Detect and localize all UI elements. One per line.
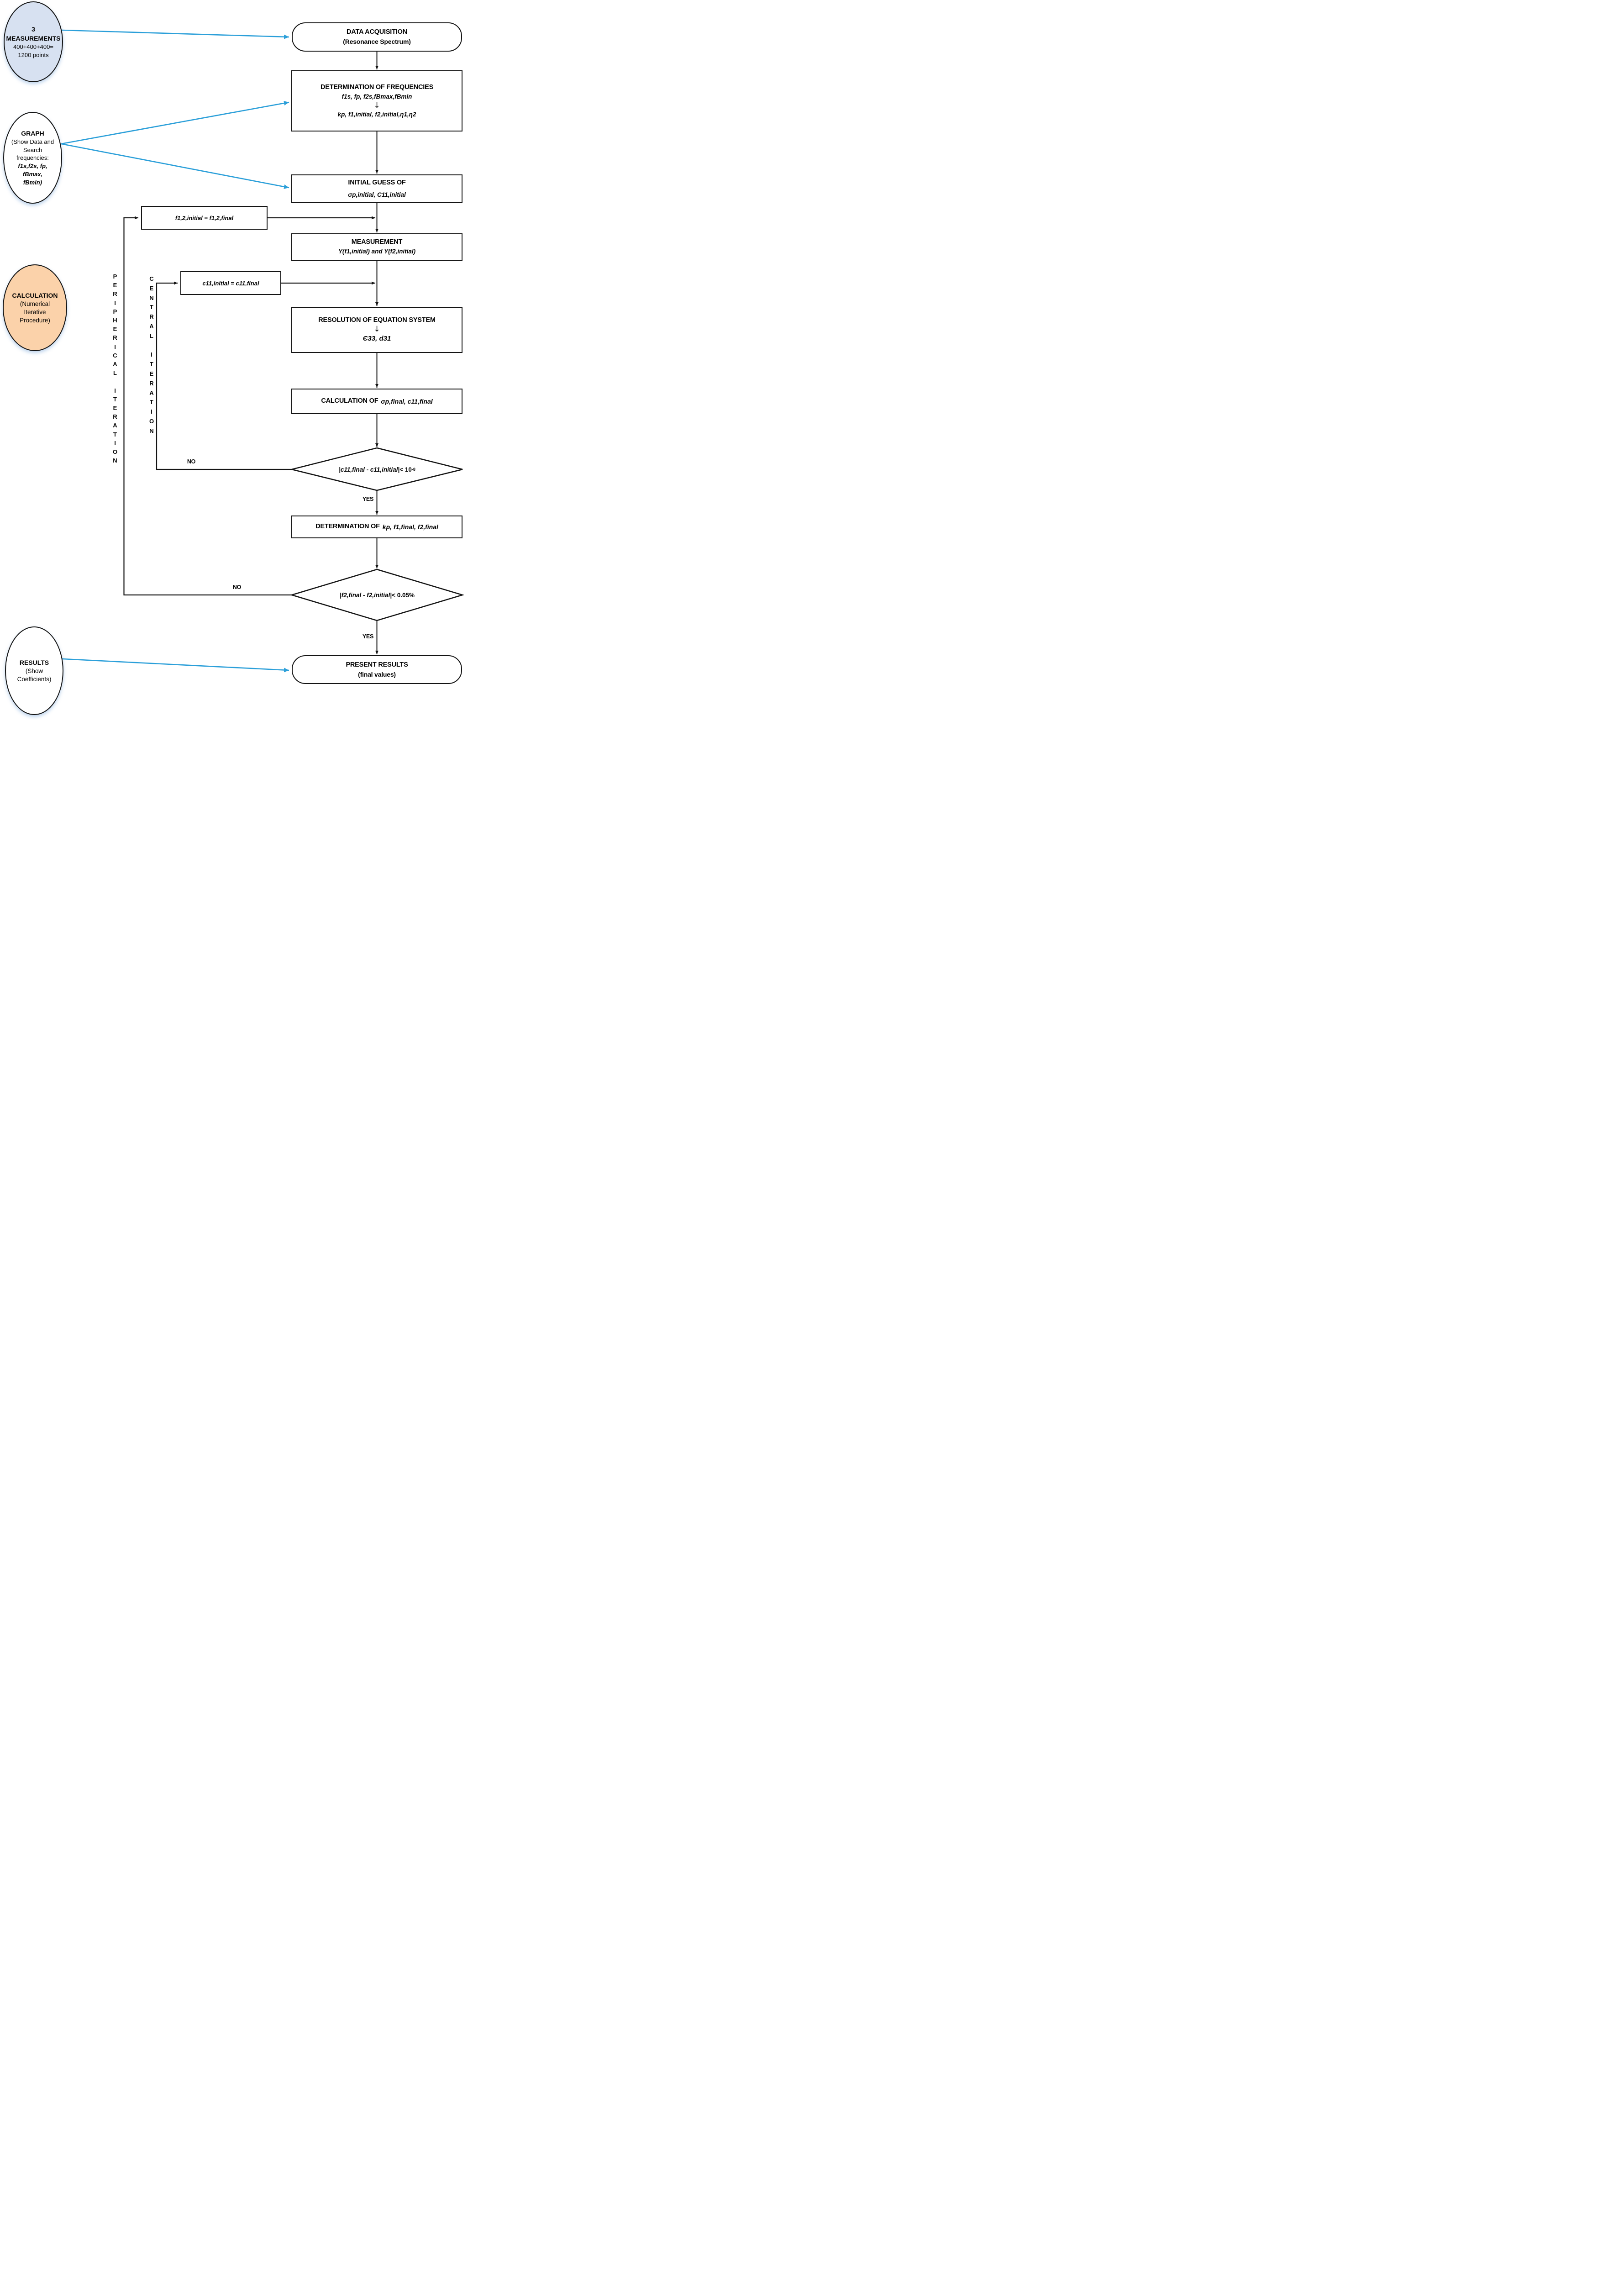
calculation-circle: CALCULATION (Numerical Iterative Procedu…	[3, 264, 67, 351]
measurement-node: MEASUREMENT Y(f1,initial) and Y(f2,initi…	[291, 233, 462, 261]
f2-decision-cmp: < 0.05%	[392, 591, 415, 599]
results-circle: RESULTS (Show Coefficients)	[5, 626, 63, 715]
down-arrow-icon: ↓	[373, 325, 380, 334]
arrow-results-to-present	[62, 658, 289, 673]
graph-line2: (Show Data and	[11, 138, 54, 146]
calculation-of-vars: σp,final, c11,final	[381, 397, 433, 405]
data-acquisition-title: DATA ACQUISITION	[347, 28, 407, 36]
resolution-node: RESOLUTION OF EQUATION SYSTEM ↓ Є33, d31	[291, 307, 462, 353]
flowchart-canvas: 3 MEASUREMENTS 400+400+400= 1200 points …	[0, 0, 464, 720]
down-arrow-icon: ↓	[373, 101, 380, 110]
central-iteration-label: C E N T R A L I T E R A T I O N	[149, 275, 154, 434]
determination-kp-vars: kp, f1,final, f2,final	[382, 523, 438, 531]
resolution-title: RESOLUTION OF EQUATION SYSTEM	[318, 316, 436, 324]
f2-decision-expr: |f2,final - f2,initial|	[340, 591, 392, 599]
resolution-subtitle: Є33, d31	[363, 335, 391, 343]
present-results-subtitle: (final values)	[358, 670, 396, 678]
initial-guess-subtitle: σp,initial, C11,initial	[348, 191, 406, 198]
calculation-line2: (Numerical	[20, 300, 50, 307]
results-title: RESULTS	[19, 658, 49, 666]
determination-kp-node: DETERMINATION OF kp, f1,final, f2,final	[291, 516, 462, 538]
c11-decision-text: |c11,final - c11,initial| < 10 -8	[297, 462, 457, 477]
determination-kp-title: DETERMINATION OF	[315, 523, 380, 531]
calculation-line4: Procedure)	[20, 317, 50, 324]
det-freq-line2: kp, f1,initial, f2,initial,η1,η2	[337, 110, 416, 118]
calculation-of-title: CALCULATION OF	[321, 397, 378, 405]
graph-circle: GRAPH (Show Data and Search frequencies:…	[3, 112, 62, 204]
determination-frequencies-node: DETERMINATION OF FREQUENCIES f1s, fp, f2…	[291, 70, 462, 132]
data-acquisition-subtitle: (Resonance Spectrum)	[343, 38, 411, 46]
measurements-line4: 1200 points	[18, 51, 49, 58]
yes-label-f2: YES	[362, 633, 373, 640]
f2-decision-diamond	[289, 568, 464, 621]
f12-assign-text: f1,2,initial = f1,2,final	[175, 214, 234, 221]
measurements-line2: MEASUREMENTS	[6, 34, 61, 42]
yes-label-c11: YES	[362, 496, 373, 502]
no-label-c11: NO	[187, 458, 196, 465]
calculation-line3: Iterative	[24, 309, 46, 316]
flow-connectors-svg	[61, 29, 464, 673]
initial-guess-node: INITIAL GUESS OF σp,initial, C11,initial	[291, 174, 462, 203]
measurements-line3: 400+400+400=	[13, 43, 53, 51]
measurement-title: MEASUREMENT	[351, 238, 403, 246]
blue-arrows-group	[61, 29, 289, 673]
measurement-subtitle: Y(f1,initial) and Y(f2,initial)	[338, 248, 416, 255]
c11-assign-text: c11,initial = c11,final	[202, 279, 259, 287]
results-line3: Coefficients)	[17, 676, 52, 683]
calculation-of-node: CALCULATION OF σp,final, c11,final	[291, 389, 462, 414]
arrow-graph-to-detfreq	[61, 101, 289, 145]
measurements-circle: 3 MEASUREMENTS 400+400+400= 1200 points	[4, 1, 63, 82]
no-label-f2: NO	[232, 584, 242, 590]
c11-assign-box: c11,initial = c11,final	[180, 271, 281, 295]
det-freq-line1: f1s, fp, f2s,fBmax,fBmin	[342, 93, 412, 100]
data-acquisition-node: DATA ACQUISITION (Resonance Spectrum)	[292, 22, 462, 52]
calculation-title: CALCULATION	[12, 291, 58, 299]
present-results-title: PRESENT RESULTS	[346, 661, 408, 668]
det-freq-title: DETERMINATION OF FREQUENCIES	[320, 83, 434, 91]
peripherical-loop-line	[123, 216, 292, 596]
f12-assign-box: f1,2,initial = f1,2,final	[141, 206, 268, 230]
central-loop-line	[156, 281, 292, 470]
graph-line6: fBmin)	[23, 179, 42, 186]
f2-decision-text: |f2,final - f2,initial| < 0.05%	[297, 587, 457, 603]
c11-decision-cmp: < 10	[399, 466, 412, 473]
graph-line5: f1s,f2s, fp, fBmax,	[18, 162, 47, 178]
graph-line4: frequencies:	[16, 154, 49, 162]
measurements-line1: 3	[32, 25, 35, 33]
c11-decision-diamond	[291, 447, 463, 491]
graph-line3: Search	[23, 146, 42, 153]
graph-title: GRAPH	[21, 129, 44, 137]
c11-decision-sup: -8	[411, 467, 415, 472]
arrow-measurements-to-dataacq	[61, 29, 289, 39]
initial-guess-title: INITIAL GUESS OF	[348, 179, 406, 186]
arrow-graph-to-initialguess	[61, 143, 289, 189]
iteration-loops-group	[123, 216, 375, 596]
present-results-node: PRESENT RESULTS (final values)	[292, 655, 462, 684]
c11-decision-expr: |c11,final - c11,initial|	[339, 466, 400, 473]
peripherical-iteration-label: P E R I P H E R I C A L I T E R A T I O …	[112, 273, 118, 464]
results-line2: (Show	[25, 667, 43, 674]
